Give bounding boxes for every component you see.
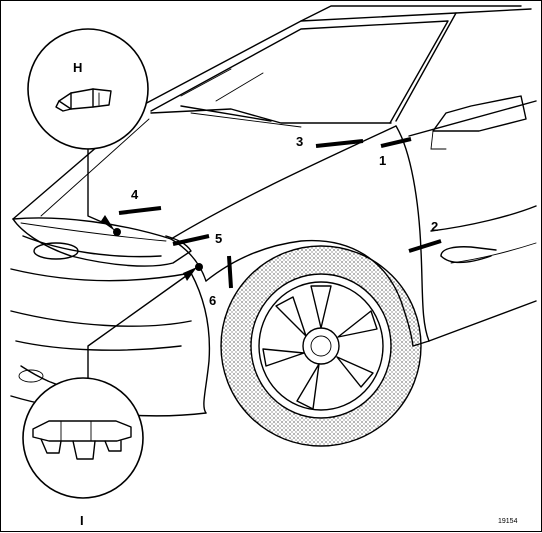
- leader-lines: [87, 148, 203, 379]
- callout-2: 2: [431, 219, 438, 234]
- wiper-cowl: [150, 105, 392, 128]
- inset-i-detail: [22, 377, 144, 499]
- side-mirror: [430, 95, 527, 150]
- callout-4: 4: [131, 187, 139, 202]
- inset-h-detail: [27, 28, 149, 150]
- front-wheel: [220, 245, 422, 447]
- inset-label-h: H: [73, 60, 82, 75]
- front-bumper: [10, 268, 211, 417]
- callout-6: 6: [209, 293, 216, 308]
- reference-number: 19154: [498, 518, 518, 525]
- callout-marks: [118, 137, 442, 289]
- callout-1: 1: [379, 153, 386, 168]
- door-and-pillar: [395, 8, 537, 342]
- windshield: [140, 5, 522, 124]
- callout-5: 5: [215, 231, 222, 246]
- headlight: [12, 218, 192, 267]
- inset-label-i: I: [80, 513, 84, 528]
- callout-3: 3: [296, 134, 303, 149]
